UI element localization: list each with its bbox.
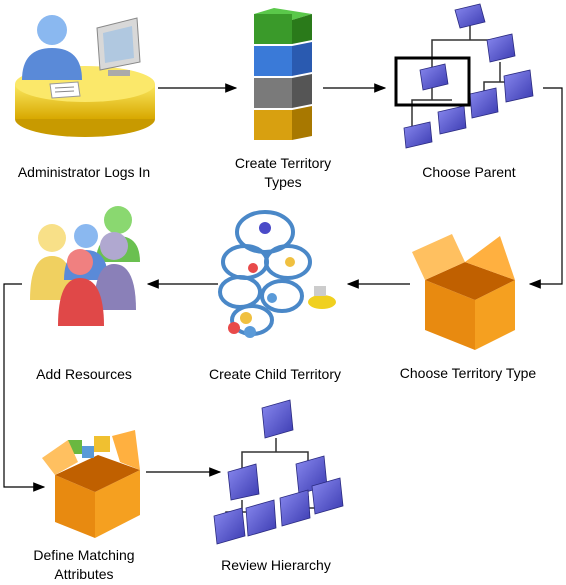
step-label-create-child: Create Child Territory [208, 366, 341, 382]
arrow-parent-to-type [528, 87, 563, 289]
step-label-choose-parent: Choose Parent [422, 164, 516, 180]
arrow-resources-to-matching [3, 283, 46, 492]
step-label-create-types: Create Territory Types [208, 154, 358, 192]
territory-type-box-icon [412, 234, 515, 350]
step-label-choose-type: Choose Territory Type [399, 365, 537, 381]
choose-parent-hierarchy-icon [394, 3, 534, 149]
step-label-add-resources: Add Resources [36, 366, 132, 382]
step-label-create-types-line1: Create Territory [234, 155, 332, 171]
step-label-define-matching: Define Matching Attributes [10, 546, 158, 584]
step-label-admin-login: Administrator Logs In [17, 164, 151, 180]
review-hierarchy-icon [213, 399, 344, 545]
child-territory-network-icon [218, 210, 336, 338]
step-label-define-matching-line2: Attributes [54, 566, 114, 582]
administrator-icon [15, 15, 155, 137]
matching-attributes-box-icon [42, 430, 140, 538]
resources-people-icon [30, 206, 140, 326]
step-label-review-hierarchy: Review Hierarchy [221, 557, 331, 573]
step-label-define-matching-line1: Define Matching [33, 547, 135, 563]
step-label-create-types-line2: Types [264, 174, 302, 190]
selection-box [394, 56, 471, 107]
territory-types-stack-icon [254, 8, 312, 140]
